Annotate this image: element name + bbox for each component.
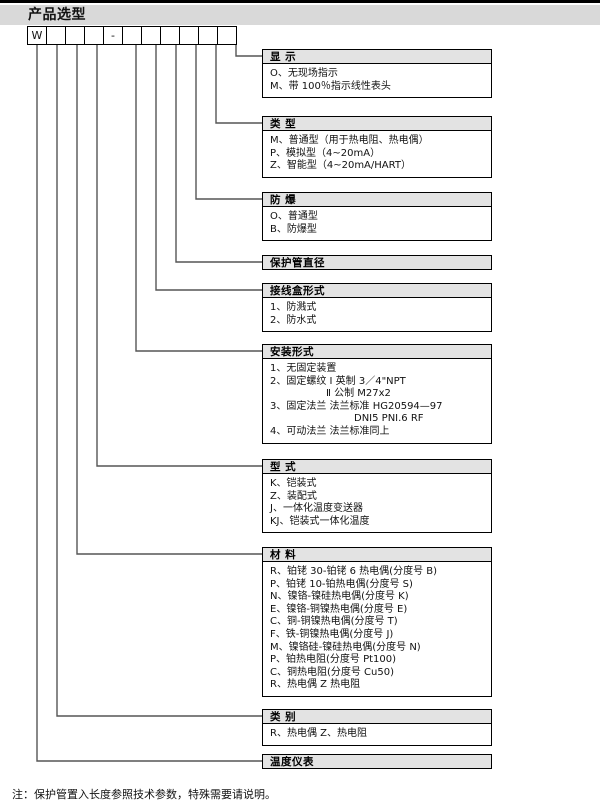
panel-option: J、一体化温度变送器 <box>270 503 363 515</box>
panel-option: B、防爆型 <box>270 223 317 235</box>
panel-header-junction-box: 接线盒形式 <box>262 283 492 298</box>
spec-panel-protection-tube-diameter: 保护管直径 <box>262 255 492 270</box>
panel-option: F、铁-铜镍热电偶(分度号 J) <box>270 628 394 640</box>
model-code-bar: W- <box>27 26 237 45</box>
panel-option: K、铠装式 <box>270 478 317 489</box>
panel-body-material: R、铂铑 30-铂铑 6 热电偶(分度号 B)P、铂铑 10-铂热电偶(分度号 … <box>262 562 492 697</box>
panel-option: Ⅱ 公制 M27x2 <box>326 388 391 400</box>
panel-option: M、普通型（用于热电阻、热电偶） <box>270 135 429 146</box>
panel-option: P、铂铑 10-铂热电偶(分度号 S) <box>270 578 413 590</box>
panel-option: 1、防溅式 <box>270 302 317 313</box>
panel-body-category: R、热电偶 Z、热电阻 <box>262 724 492 746</box>
page-title: 产品选型 <box>28 7 86 23</box>
panel-header-category: 类 别 <box>262 709 492 724</box>
panel-option: 2、固定螺纹 I 英制 3／4"NPT <box>270 375 406 387</box>
panel-body-type: M、普通型（用于热电阻、热电偶）P、模拟型（4~20mA）Z、智能型（4~20m… <box>262 131 492 178</box>
panel-option: O、无现场指示 <box>270 68 338 79</box>
connector-line <box>56 45 262 717</box>
connector-line <box>36 45 262 762</box>
panel-option: M、镍铬硅-镍硅热电偶(分度号 N) <box>270 641 421 653</box>
panel-header-type: 类 型 <box>262 116 492 131</box>
panel-option: DNI5 PNI.6 RF <box>354 413 424 425</box>
panel-option: Z、智能型（4~20mA/HART） <box>270 160 411 172</box>
panel-option: P、模拟型（4~20mA） <box>270 147 381 159</box>
connector-line <box>235 45 262 57</box>
panel-header-installation: 安装形式 <box>262 344 492 359</box>
panel-option: Z、装配式 <box>270 490 317 502</box>
panel-option: E、镍铬-铜镍热电偶(分度号 E) <box>270 603 408 615</box>
panel-option: R、热电偶 Z、热电阻 <box>270 728 367 739</box>
panel-option: P、铂热电阻(分度号 Pt100) <box>270 654 397 666</box>
panel-header-protection-tube-diameter: 保护管直径 <box>262 255 492 270</box>
panel-option: 2、防水式 <box>270 314 317 326</box>
panel-option: KJ、铠装式一体化温度 <box>270 515 370 527</box>
code-cell-11[interactable] <box>217 26 237 45</box>
panel-option: 1、无固定装置 <box>270 363 337 374</box>
panel-header-material: 材 料 <box>262 547 492 562</box>
top-rule <box>0 0 600 3</box>
connector-line <box>76 45 262 555</box>
panel-header-model-style: 型 式 <box>262 459 492 474</box>
footnote: 注：保护管置入长度参照技术参数，特殊需要请说明。 <box>12 788 276 801</box>
connector-line <box>215 45 262 124</box>
connector-line <box>175 45 262 263</box>
connector-line <box>195 45 262 200</box>
panel-option: O、普通型 <box>270 211 318 222</box>
connector-line <box>96 45 262 467</box>
panel-option: 4、可动法兰 法兰标准同上 <box>270 425 390 437</box>
code-cell-1[interactable]: W <box>27 26 47 45</box>
connector-line <box>135 45 262 352</box>
panel-header-display: 显 示 <box>262 49 492 64</box>
panel-option: M、带 100％指示线性表头 <box>270 80 391 92</box>
panel-option: C、铜热电阻(分度号 Cu50) <box>270 666 395 678</box>
panel-option: 3、固定法兰 法兰标准 HG20594—97 <box>270 400 443 412</box>
spec-panel-instrument: 温度仪表 <box>262 754 492 769</box>
panel-option: R、铂铑 30-铂铑 6 热电偶(分度号 B) <box>270 566 438 577</box>
panel-option: R、热电偶 Z 热电阻 <box>270 679 361 691</box>
panel-header-instrument: 温度仪表 <box>262 754 492 769</box>
spec-panel-category: 类 别 R、热电偶 Z、热电阻 <box>262 709 492 746</box>
panel-header-explosion-proof: 防 爆 <box>262 192 492 207</box>
panel-option: C、铜-铜镍热电偶(分度号 T) <box>270 616 398 628</box>
connector-line <box>155 45 262 291</box>
title-band <box>0 5 600 25</box>
panel-option: N、镍铬-镍硅热电偶(分度号 K) <box>270 591 409 603</box>
